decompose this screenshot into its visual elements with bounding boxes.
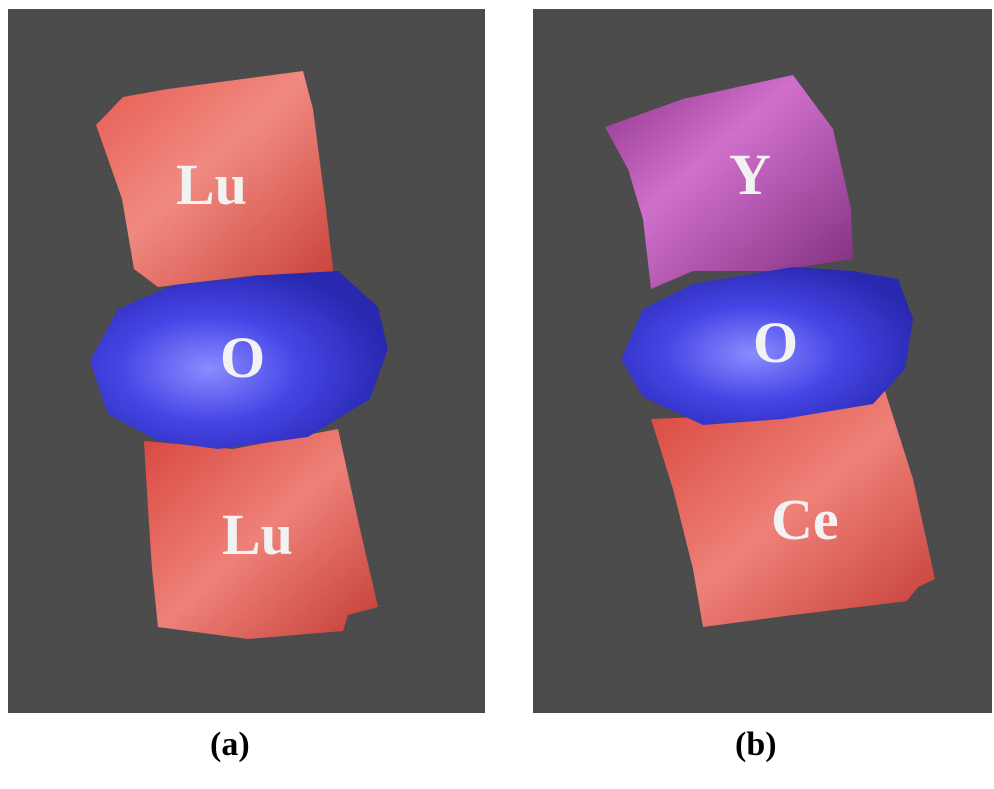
panel-b: Y O Ce: [533, 9, 992, 713]
top-atom-shape: [96, 71, 334, 287]
top-atom-shape: [605, 75, 853, 289]
panel-a-render: Lu O Lu: [8, 9, 485, 713]
caption-b: (b): [735, 726, 777, 763]
top-atom-label: Lu: [176, 152, 247, 217]
center-atom-label: O: [220, 325, 265, 390]
bottom-atom-label: Ce: [771, 487, 839, 552]
caption-a: (a): [210, 726, 250, 763]
center-atom-label: O: [753, 310, 798, 375]
center-atom-shape: [621, 267, 913, 425]
center-atom-shape: [90, 271, 388, 449]
bottom-atom-label: Lu: [222, 502, 293, 567]
top-atom-label: Y: [729, 142, 771, 207]
bottom-atom-shape: [651, 391, 935, 627]
bottom-atom-shape: [144, 429, 378, 639]
panel-a: Lu O Lu: [8, 9, 485, 713]
panel-b-render: Y O Ce: [533, 9, 992, 713]
